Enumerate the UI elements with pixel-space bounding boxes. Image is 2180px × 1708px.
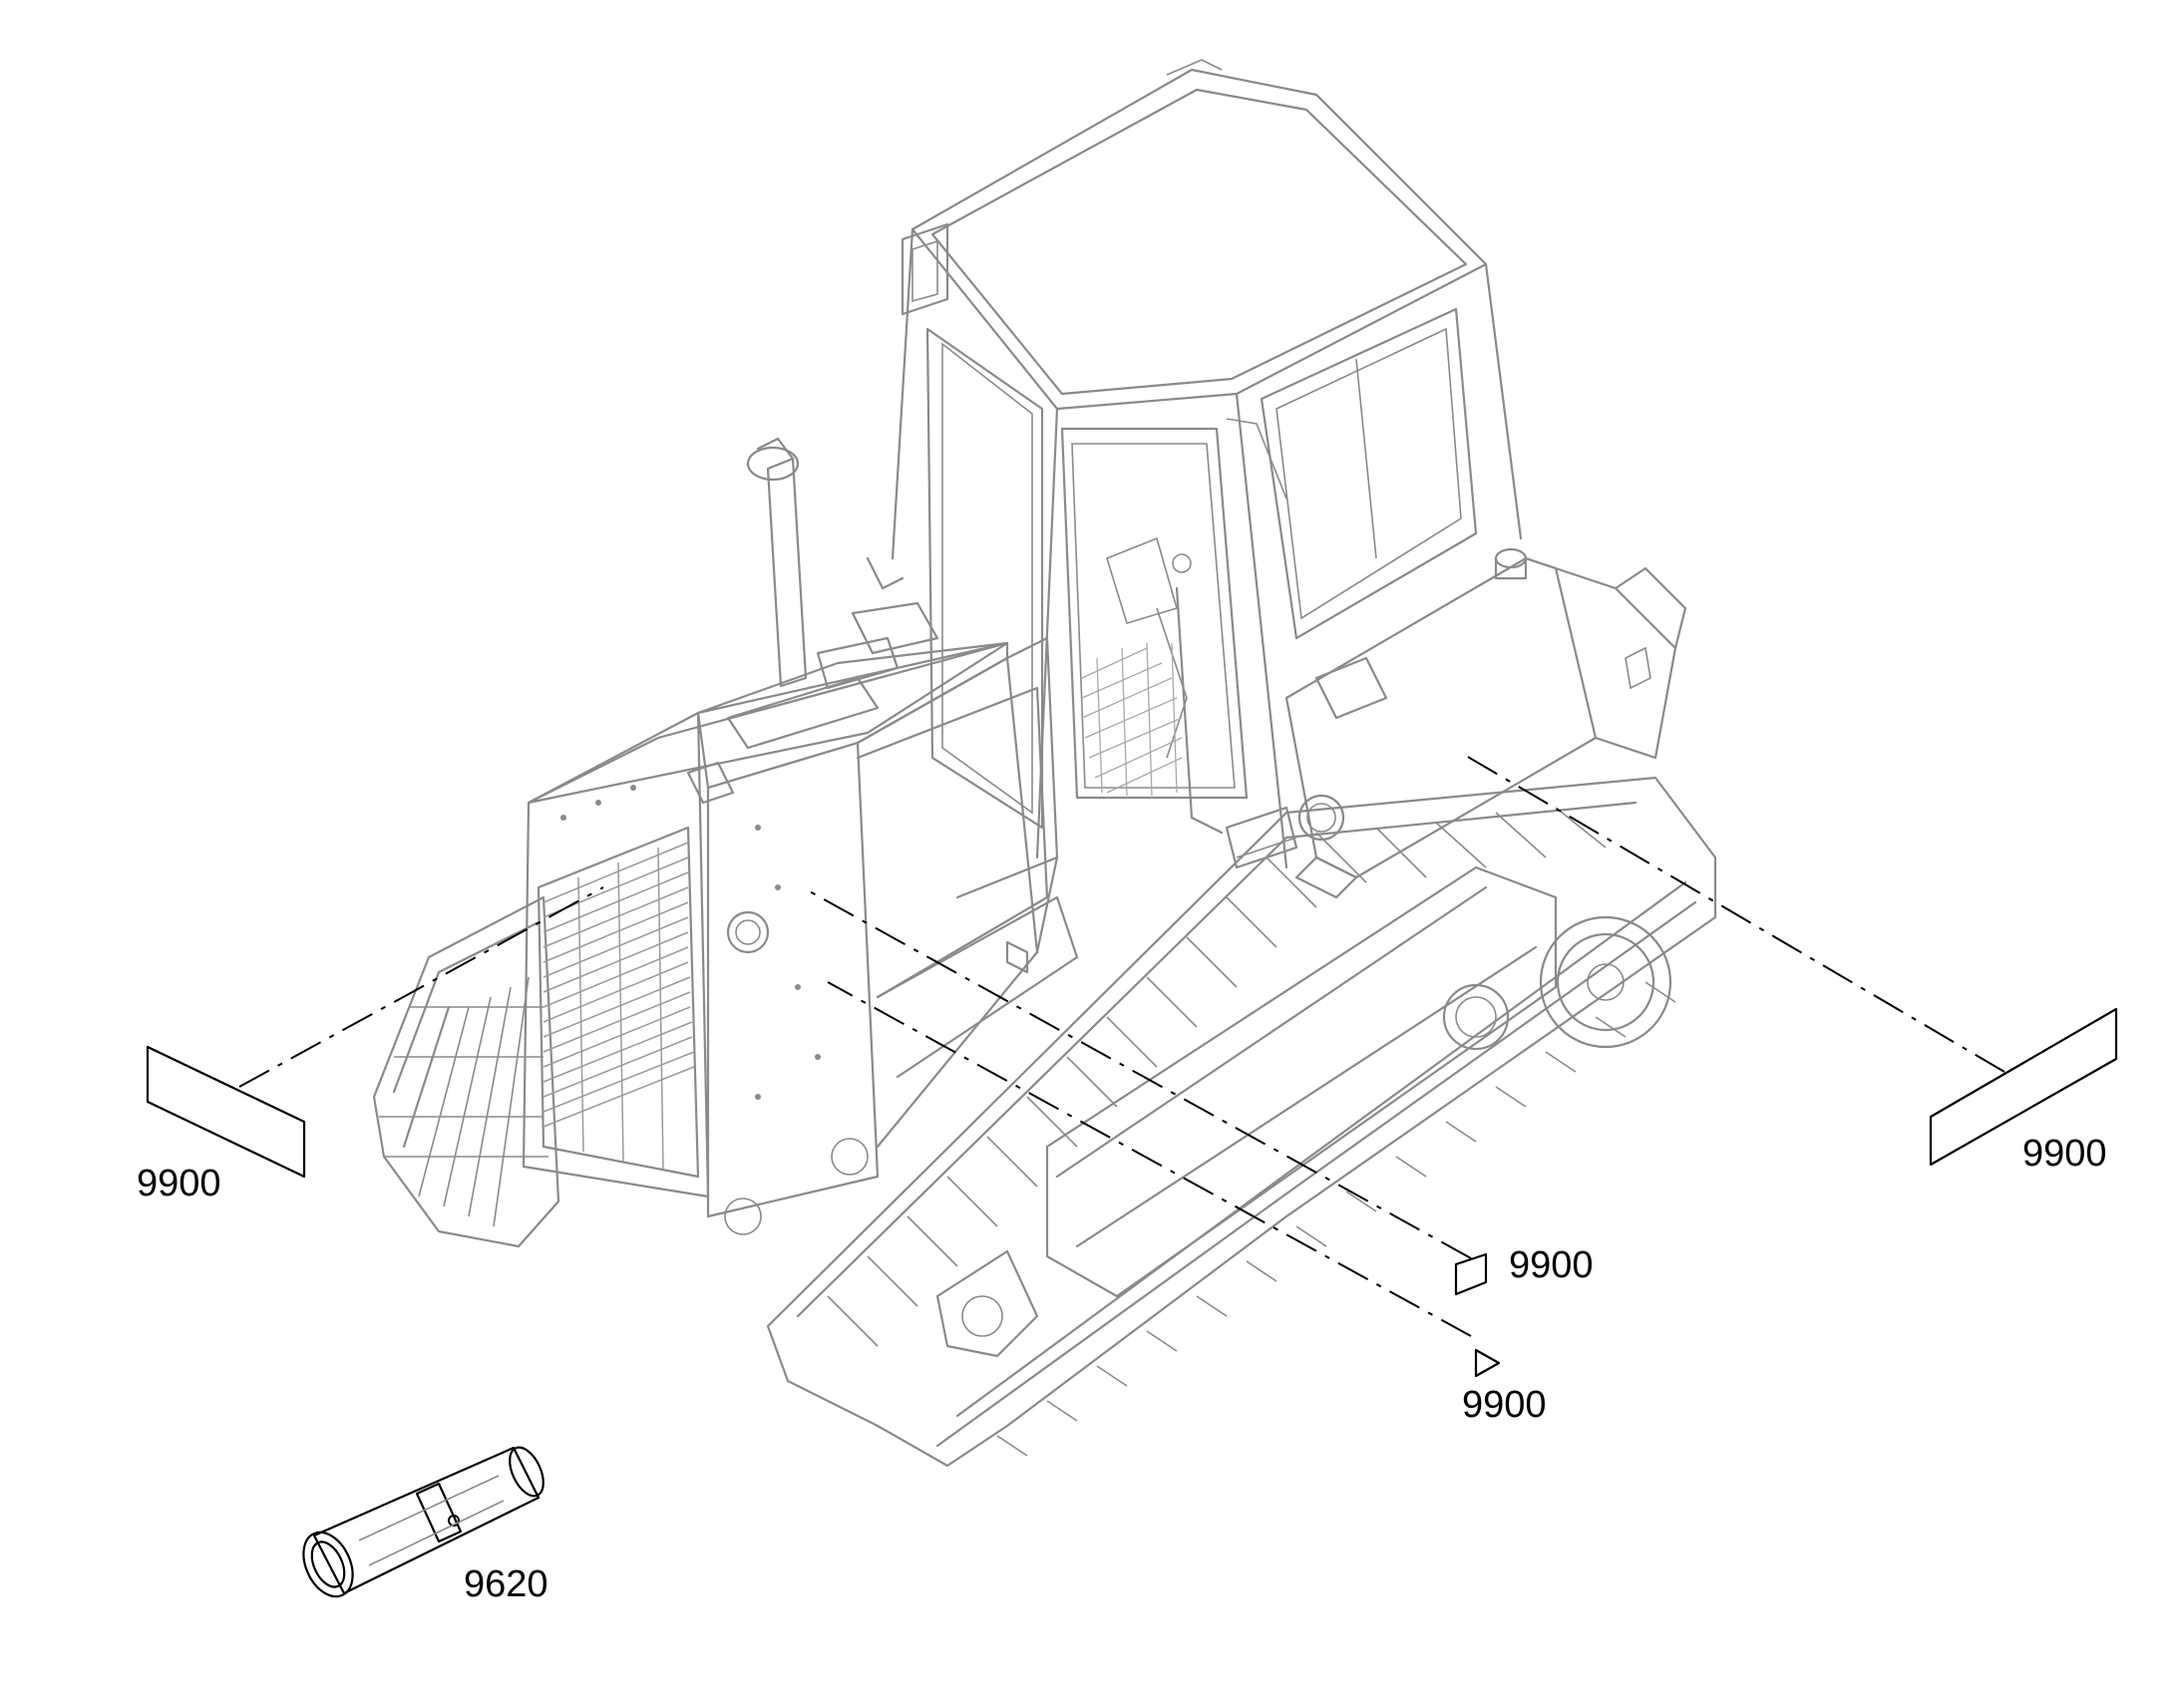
operator-cab: [866, 59, 1523, 869]
decal-small-triangle-shape[interactable]: [1474, 1348, 1501, 1378]
decal-small-parallelogram-shape[interactable]: [1454, 1252, 1488, 1296]
callout-label-decal-front-left: 9900: [137, 1163, 221, 1204]
callout-label-decal-small-triangle: 9900: [1462, 1384, 1547, 1426]
decal-right-side-shape[interactable]: [1929, 1007, 2118, 1167]
callout-label-document-roll: 9620: [464, 1563, 548, 1605]
rear-body: [1225, 547, 1687, 899]
left-track: [372, 895, 560, 1248]
right-track: [766, 776, 1717, 1468]
document-roll-shape[interactable]: [294, 1443, 550, 1605]
decal-front-left-shape[interactable]: [146, 1045, 306, 1179]
side-panel: [856, 636, 1079, 1079]
callout-label-decal-small-parallelogram: 9900: [1509, 1244, 1594, 1286]
callout-label-decal-right-side: 9900: [2022, 1133, 2107, 1175]
engine-hood: [522, 437, 1039, 1235]
leader-lines: [238, 752, 2005, 1337]
